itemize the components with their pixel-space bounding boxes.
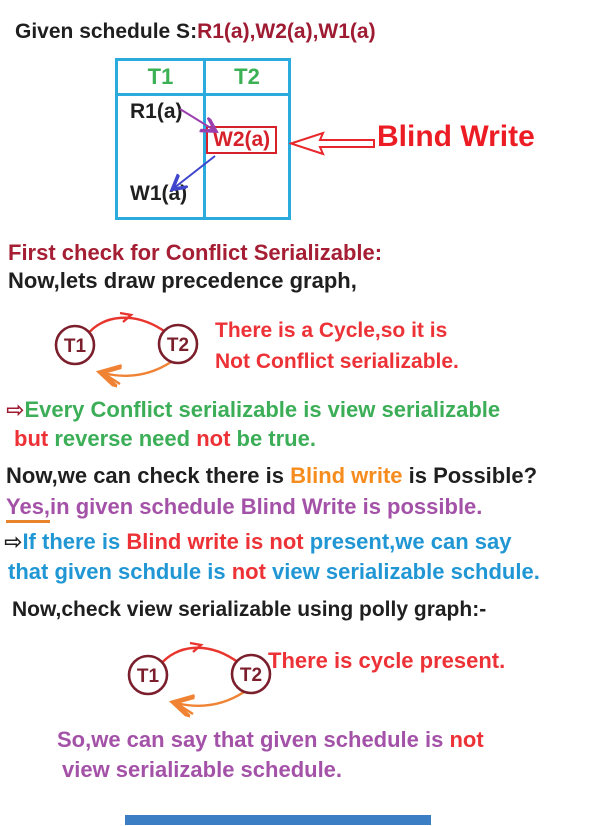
rule-red: Blind write is not	[126, 529, 304, 554]
table-header-t2: T2	[234, 64, 260, 89]
cycle-note-line2: Not Conflict serializable.	[215, 350, 459, 373]
blind-write-highlight: Blind write	[290, 463, 403, 488]
conclusion-not: not	[449, 727, 484, 752]
right-arrow-icon: ⇨	[6, 398, 25, 423]
answer-rest: in given schedule Blind Write is possibl…	[50, 494, 483, 519]
table-header-separator	[118, 93, 288, 96]
question-end: is Possible?	[402, 463, 538, 488]
polly-node-t2	[230, 653, 272, 695]
polly-graph: T1 T2	[127, 641, 272, 727]
right-arrow-outline-icon: ⇨	[4, 530, 23, 555]
node-t2	[157, 323, 199, 365]
edge-t2-to-t1	[103, 360, 172, 376]
op-w1a: W1(a)	[130, 182, 188, 205]
blind-write-answer: Yes,in given schedule Blind Write is pos…	[6, 494, 483, 523]
conflict-check-heading: First check for Conflict Serializable:	[8, 240, 383, 265]
not-word: not	[196, 426, 231, 451]
op-r1a: R1(a)	[130, 100, 183, 123]
bottom-blue-bar	[125, 815, 431, 825]
rule2-not: not	[231, 559, 266, 584]
polly-node-t2-label: T2	[240, 665, 262, 686]
view-note-line1: ⇨Every Conflict serializable is view ser…	[6, 397, 500, 423]
precedence-graph: T1 T2	[54, 311, 199, 397]
rule2-end: view serializable schdule.	[265, 559, 540, 584]
conclusion-line2: view serializable schedule.	[62, 757, 343, 782]
polly-edge-t2-to-t1	[176, 690, 245, 706]
reverse-need-text: reverse need	[48, 426, 197, 451]
yes-word: Yes,	[6, 494, 51, 523]
title-label: Given schedule S:	[15, 20, 198, 43]
blind-rule-line2: that given schdule is not view serializa…	[8, 559, 540, 585]
schedule-table: T1 T2 R1(a) W2(a) W1(a)	[115, 58, 291, 220]
cycle-note-line1: There is a Cycle,so it is	[215, 319, 448, 342]
be-true-text: be true.	[230, 426, 316, 451]
polly-edge-t1-to-t2-arrowhead	[189, 641, 204, 653]
view-note-line2: but reverse need not be true.	[14, 426, 316, 452]
edge-t1-to-t2	[86, 316, 168, 336]
node-t2-label: T2	[167, 335, 189, 356]
polly-graph-intro: Now,check view serializable using polly …	[12, 598, 487, 621]
rule2-start: that given schdule is	[8, 559, 232, 584]
precedence-graph-intro: Now,lets draw precedence graph,	[8, 268, 357, 293]
cycle-note: There is a Cycle,so it is Not Conflict s…	[215, 315, 459, 377]
edge-t1-to-t2-arrowhead	[119, 311, 134, 323]
blind-write-callout-arrow-icon	[289, 131, 375, 156]
polly-node-t1-label: T1	[137, 666, 160, 687]
node-t1	[54, 324, 96, 366]
blind-rule-line1: ⇨If there is Blind write is not present,…	[4, 529, 511, 555]
rule-start: If there is	[22, 529, 127, 554]
op-w2a-boxed: W2(a)	[206, 126, 278, 154]
question-start: Now,we can check there is	[6, 463, 291, 488]
but-word: but	[14, 426, 49, 451]
blind-write-label: Blind Write	[377, 120, 535, 153]
node-t1-label: T1	[64, 336, 87, 357]
title-schedule: R1(a),W2(a),W1(a)	[197, 20, 376, 43]
conclusion-start: So,we can say that given schedule is	[57, 727, 450, 752]
view-note-text: Every Conflict serializable is view seri…	[24, 397, 501, 422]
polly-cycle-note: There is cycle present.	[268, 648, 506, 673]
blind-write-question: Now,we can check there is Blind write is…	[6, 463, 537, 489]
polly-edge-t1-to-t2	[159, 646, 240, 666]
table-column-divider	[203, 61, 206, 217]
polly-node-t1	[127, 654, 169, 696]
page-title: Given schedule S:R1(a),W2(a),W1(a)	[15, 20, 376, 44]
conclusion-line1: So,we can say that given schedule is not	[57, 727, 484, 753]
rule-end: present,we can say	[303, 529, 512, 554]
table-header-t1: T1	[147, 64, 174, 89]
